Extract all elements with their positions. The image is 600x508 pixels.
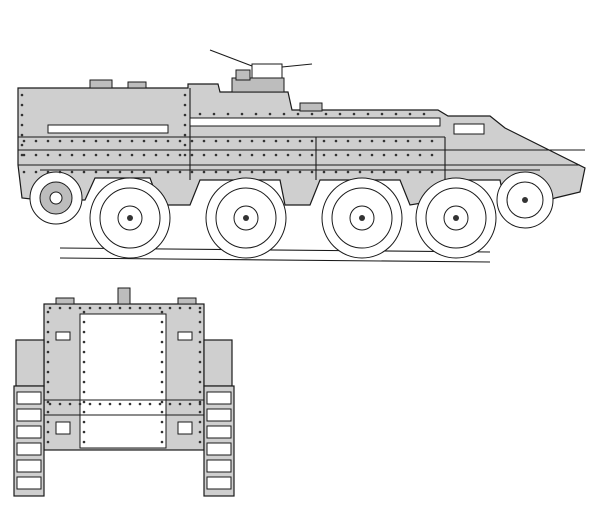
side-view — [17, 49, 586, 263]
drive-sprocket — [29, 171, 83, 225]
track-left — [13, 385, 45, 497]
track-link — [16, 391, 42, 405]
track-link — [206, 476, 232, 490]
track-link — [206, 442, 232, 456]
side-rivets — [20, 93, 434, 174]
mg-mount — [251, 63, 283, 79]
track-link — [206, 425, 232, 439]
headlight-left — [55, 331, 71, 341]
mg-barrel — [281, 63, 313, 68]
road-wheel-2 — [205, 177, 287, 259]
road-wheel-3 — [321, 177, 403, 259]
track-link — [206, 459, 232, 473]
track-link — [16, 459, 42, 473]
track-link — [16, 476, 42, 490]
track-link — [16, 408, 42, 422]
front-rivets — [46, 306, 202, 444]
front-mg — [117, 287, 131, 305]
track-link — [16, 442, 42, 456]
track-link — [206, 408, 232, 422]
track-link — [206, 391, 232, 405]
track-right — [203, 385, 235, 497]
road-wheel-1 — [89, 177, 171, 259]
front-view — [13, 287, 235, 497]
headlight-right — [177, 331, 193, 341]
track-link — [16, 425, 42, 439]
idler-wheel — [496, 171, 554, 229]
road-wheel-4 — [415, 177, 497, 259]
front-plate — [79, 313, 167, 449]
